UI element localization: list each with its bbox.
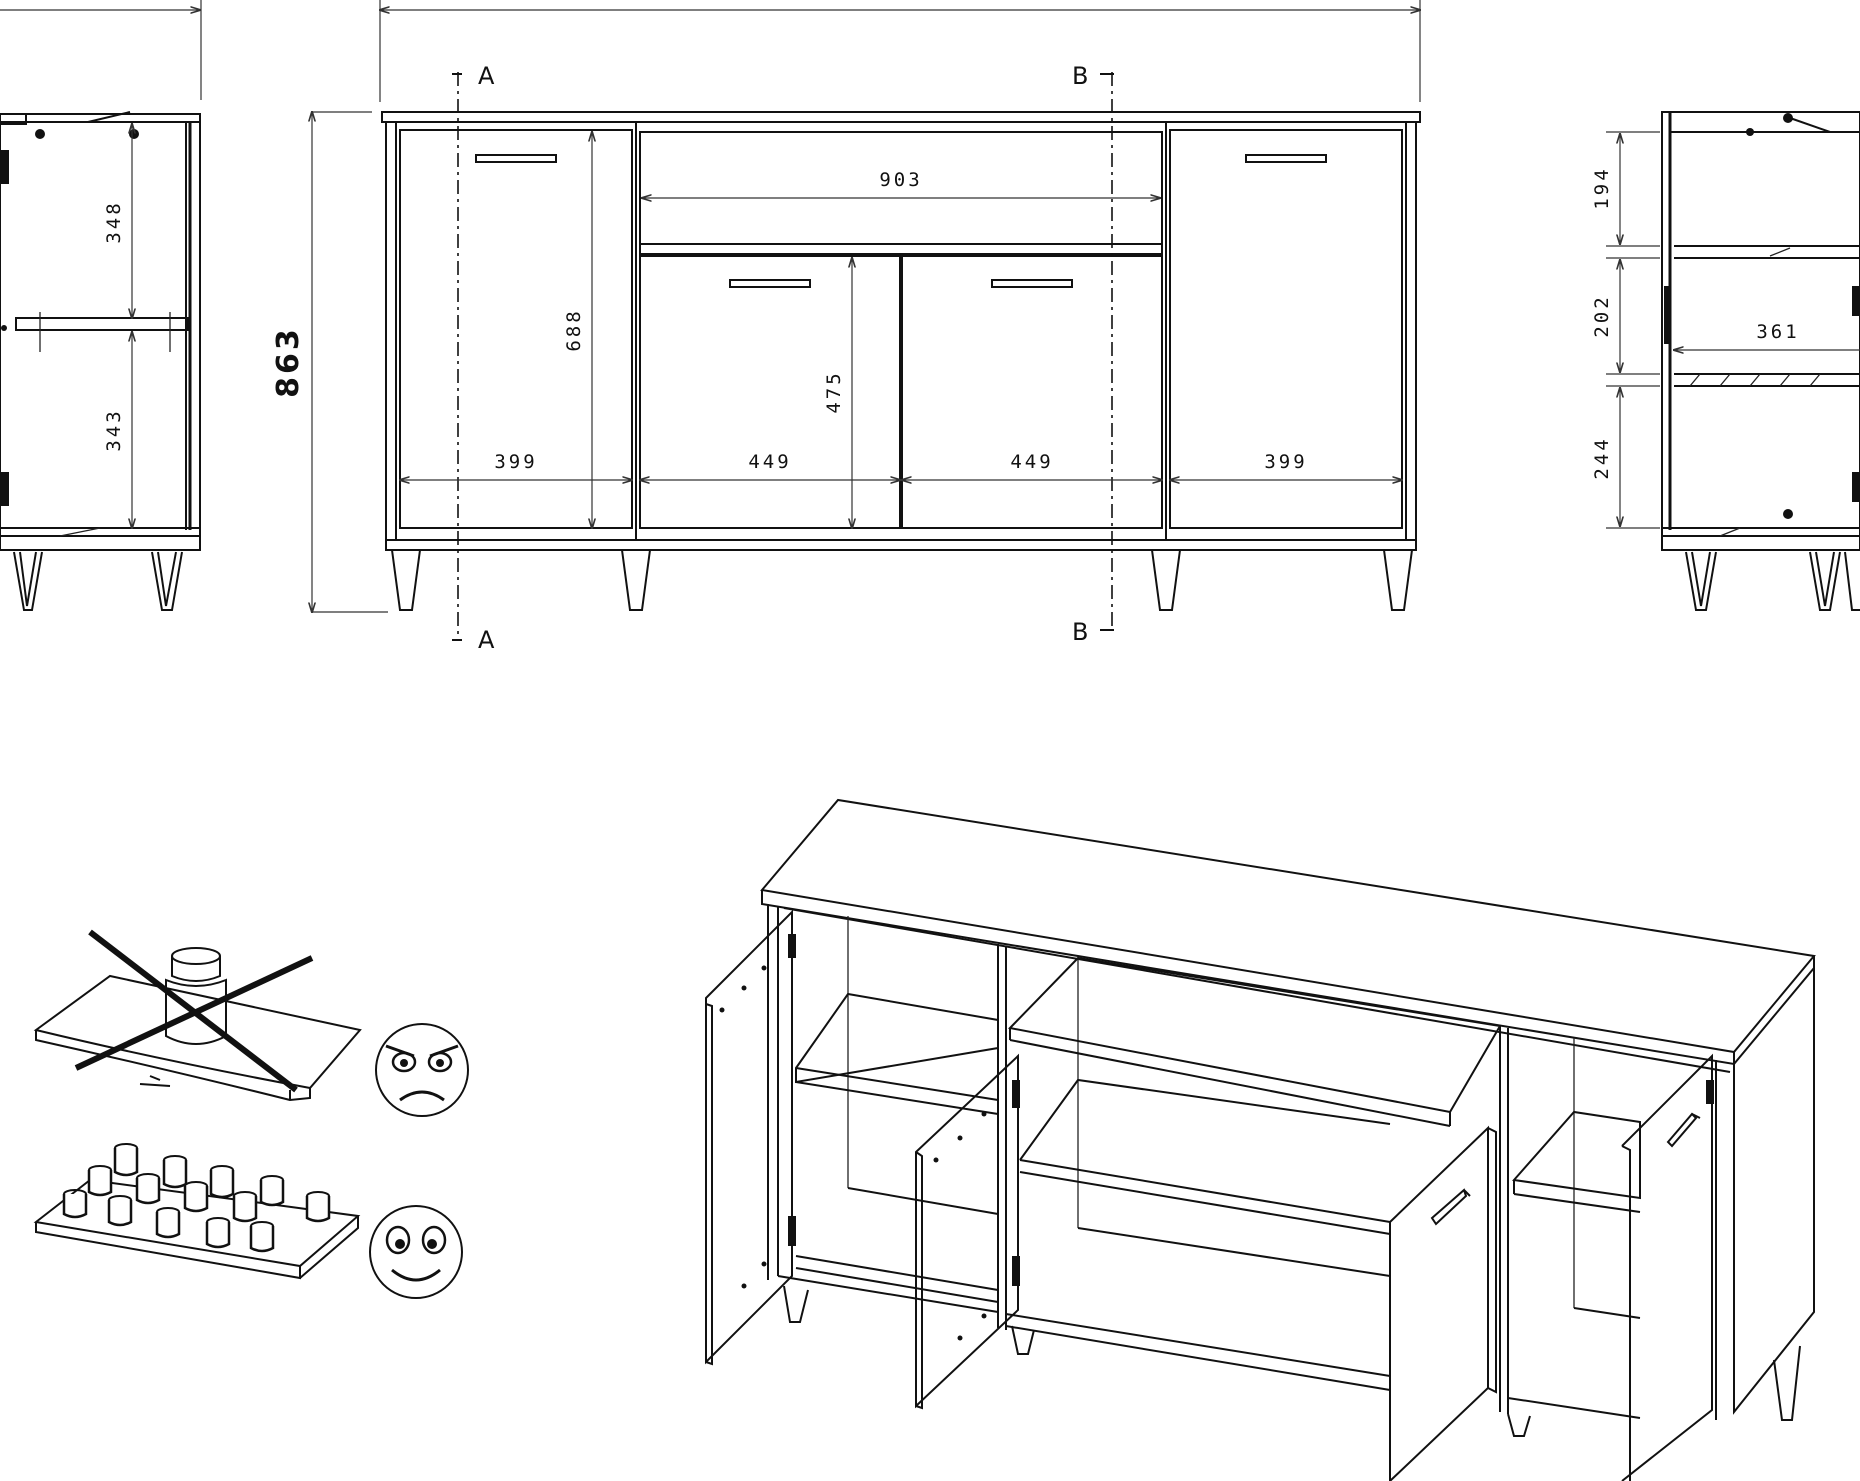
isometric-door-middle-right (1389, 1125, 1497, 1481)
right-height-3: 244 (1591, 436, 1613, 479)
isometric-door-right (1621, 1053, 1714, 1481)
side-door-height-label: 688 (563, 308, 585, 351)
total-height-label: 863 (271, 326, 306, 398)
inner-door-height-label: 475 (823, 370, 845, 413)
right-height-1: 194 (1591, 166, 1613, 209)
drawer-width-label: 903 (879, 169, 922, 191)
section-b-top-label: B (1072, 62, 1088, 90)
front-view: 863 A A B B 903 688 475 399 449 449 399 (271, 0, 1420, 654)
overloaded-shelf-illustration (33, 929, 362, 1102)
right-height-2: 202 (1591, 294, 1613, 337)
width-label-3: 449 (1010, 451, 1053, 473)
happy-face-icon (369, 1205, 463, 1299)
isometric-door-middle-left (915, 1053, 1020, 1410)
upper-height-label: 348 (103, 200, 125, 243)
isometric-view (705, 798, 1816, 1481)
section-b-bottom-label: B (1072, 618, 1088, 646)
right-section-view: 194 202 244 361 (1591, 111, 1860, 611)
width-label-1: 399 (494, 451, 537, 473)
section-a-top-label: A (478, 62, 495, 90)
width-label-4: 399 (1264, 451, 1307, 473)
depth-label: 361 (1756, 321, 1799, 343)
isometric-door-left (705, 909, 796, 1366)
shelf-load-warning (33, 929, 469, 1299)
lower-height-label: 343 (103, 408, 125, 451)
left-section-view: 348 343 (0, 0, 202, 611)
section-a-bottom-label: A (478, 626, 495, 654)
angry-face-icon (375, 1023, 469, 1117)
even-load-shelf-illustration (33, 1143, 361, 1280)
width-label-2: 449 (748, 451, 791, 473)
